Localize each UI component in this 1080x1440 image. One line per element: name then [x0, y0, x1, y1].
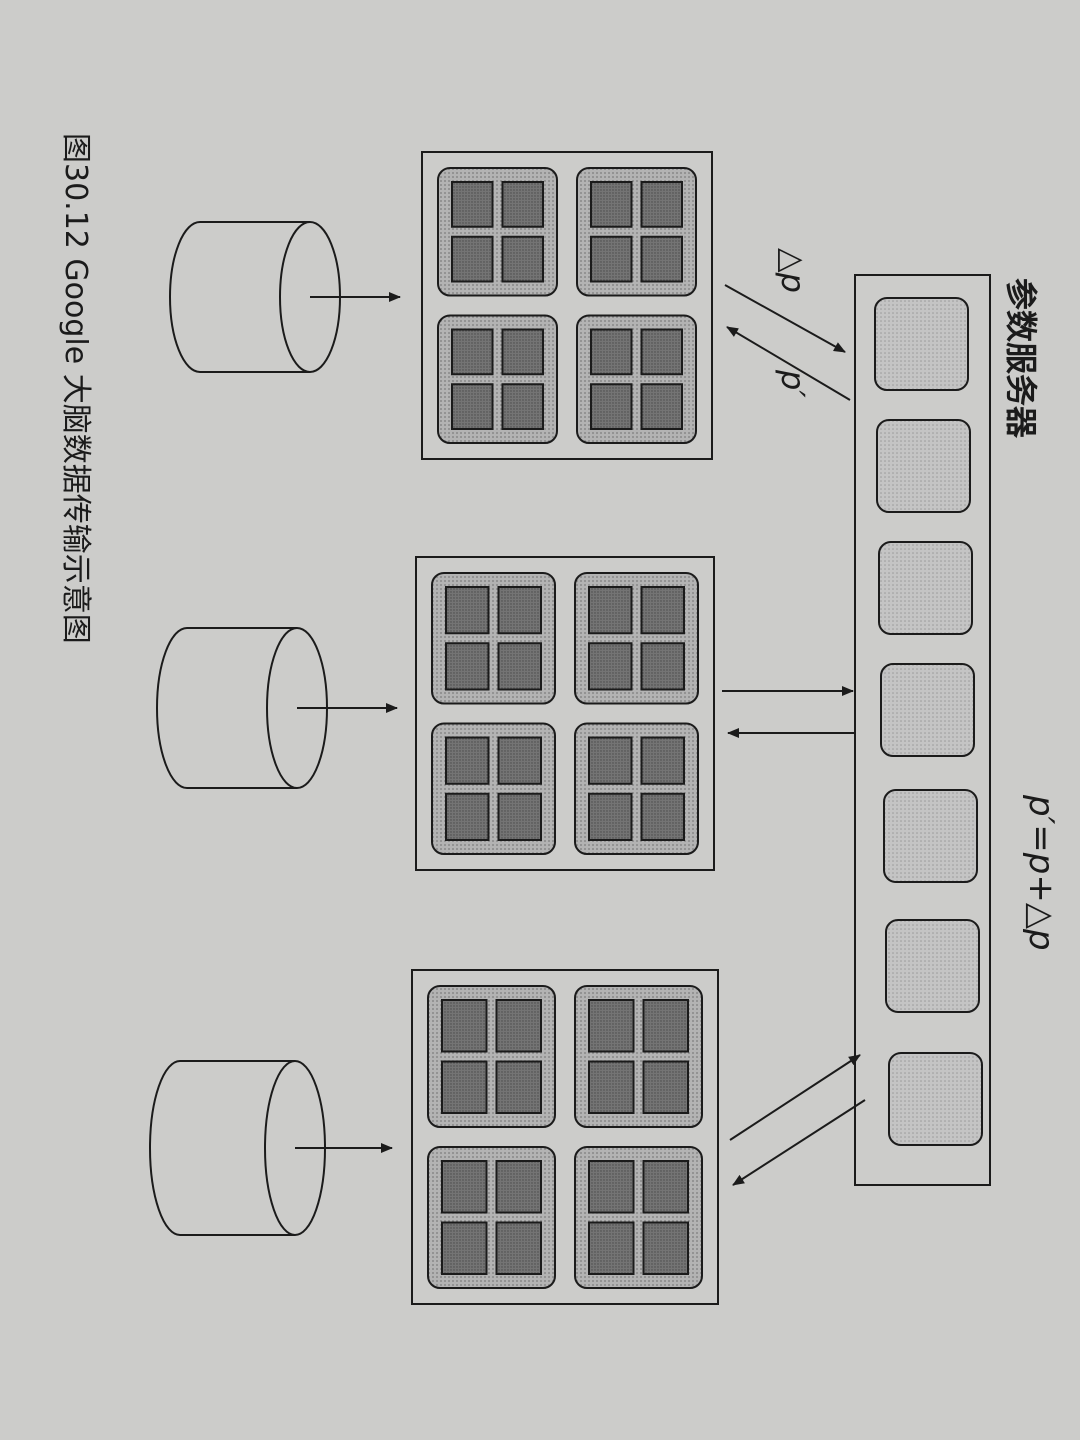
replica-frame	[411, 969, 719, 1305]
replica-frame	[415, 556, 715, 871]
core	[640, 181, 683, 228]
core	[501, 181, 544, 228]
core	[590, 383, 633, 430]
server-shard	[888, 1052, 983, 1146]
figure-caption: 图30.12 Google 大脑数据传输示意图	[58, 133, 93, 644]
cylinder-back-edge	[156, 627, 188, 789]
parameter-server	[854, 274, 991, 1186]
core	[451, 181, 494, 228]
delta-p-arrow-top	[724, 284, 846, 353]
core	[640, 736, 685, 785]
core	[495, 999, 542, 1053]
core	[501, 235, 544, 283]
core	[640, 383, 683, 430]
parameter-server-frame	[854, 274, 991, 1186]
core	[497, 586, 542, 635]
data-store-cylinder	[156, 627, 398, 789]
core	[640, 642, 685, 691]
core	[445, 736, 490, 785]
core	[588, 999, 635, 1053]
core	[588, 642, 633, 691]
data-stores	[149, 221, 401, 1236]
core	[588, 1160, 635, 1214]
core	[640, 792, 685, 841]
core	[588, 736, 633, 785]
core	[588, 792, 633, 841]
core	[495, 1060, 542, 1114]
core	[445, 586, 490, 635]
core	[495, 1221, 542, 1275]
server-shard	[876, 419, 971, 513]
delta-p-arrow-bottom	[729, 1054, 861, 1141]
p-prime-arrow-bottom	[732, 1099, 866, 1186]
core	[501, 383, 544, 430]
core	[590, 181, 633, 228]
server-shard	[883, 789, 978, 883]
server-shard	[878, 541, 973, 635]
parameter-shards	[874, 297, 983, 1146]
core	[590, 328, 633, 376]
core	[590, 235, 633, 283]
core	[588, 586, 633, 635]
core	[451, 235, 494, 283]
core	[640, 235, 683, 283]
p-prime-arrow-top	[726, 326, 851, 401]
core	[441, 999, 488, 1053]
core	[640, 586, 685, 635]
server-label: 参数服务器	[1002, 278, 1040, 439]
model-replicas	[411, 151, 719, 1305]
model-replica	[415, 556, 715, 871]
core	[441, 1221, 488, 1275]
server-shard	[885, 919, 980, 1013]
server-shard	[874, 297, 969, 391]
model-replica	[421, 151, 713, 460]
core	[588, 1060, 635, 1114]
model-replica	[411, 969, 719, 1305]
core	[642, 1060, 689, 1114]
core	[588, 1221, 635, 1275]
cylinder-back-edge	[169, 221, 201, 373]
core	[642, 1221, 689, 1275]
server-shard	[880, 663, 975, 757]
core	[642, 999, 689, 1053]
cylinder-back-edge	[149, 1060, 181, 1236]
core	[441, 1060, 488, 1114]
core	[642, 1160, 689, 1214]
update-formula: p′=p+△p	[1021, 794, 1061, 951]
core	[497, 642, 542, 691]
communication-arrows	[722, 284, 866, 1186]
core	[640, 328, 683, 376]
replica-frame	[421, 151, 713, 460]
core	[501, 328, 544, 376]
core	[445, 642, 490, 691]
core	[441, 1160, 488, 1214]
delta-p-label: △p	[774, 248, 812, 293]
p-prime-label: p′	[774, 369, 812, 398]
core	[451, 328, 494, 376]
core	[497, 736, 542, 785]
data-store-cylinder	[149, 1060, 393, 1236]
core	[495, 1160, 542, 1214]
data-store-cylinder	[169, 221, 401, 373]
core	[497, 792, 542, 841]
core	[445, 792, 490, 841]
core	[451, 383, 494, 430]
